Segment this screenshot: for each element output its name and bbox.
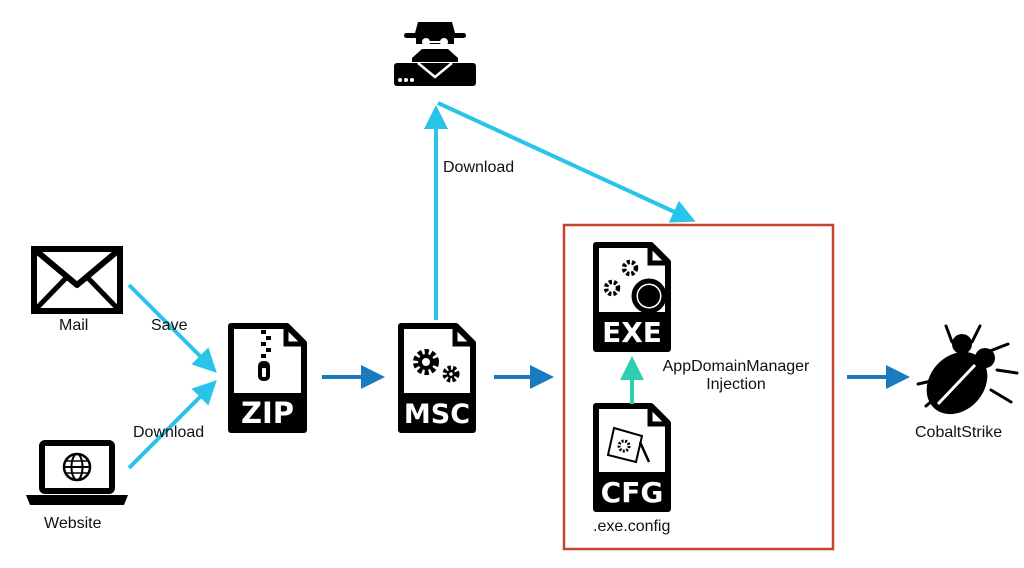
msc-file-icon xyxy=(398,323,476,433)
cfg-file-icon xyxy=(593,403,671,512)
arrow-mail-to-zip xyxy=(127,283,217,373)
arrow-server-to-injection xyxy=(437,101,696,223)
injection-label-line2: Injection xyxy=(706,376,766,393)
cfg-file-label: CFG xyxy=(601,476,664,509)
save-edge-label: Save xyxy=(151,317,188,334)
hacker-server-icon xyxy=(394,22,476,86)
exe-file-icon xyxy=(593,242,671,352)
highlight-box xyxy=(562,223,835,551)
injection-label-line1: AppDomainManager xyxy=(662,358,810,375)
download-edge-label-msc: Download xyxy=(443,159,515,176)
msc-file-label: MSC xyxy=(404,399,470,430)
injection-label: AppDomainManager Injection xyxy=(655,358,817,394)
mail-label: Mail xyxy=(59,317,89,334)
cfg-filename-label: .exe.config xyxy=(593,518,671,535)
zip-file-icon xyxy=(228,323,307,433)
bug-icon xyxy=(916,324,1019,415)
exe-file-label: EXE xyxy=(602,316,662,349)
envelope-icon xyxy=(31,246,123,314)
website-label: Website xyxy=(44,515,102,532)
zip-file-label: ZIP xyxy=(241,396,294,430)
arrow-website-to-zip xyxy=(127,380,217,470)
download-edge-label-website: Download xyxy=(133,424,205,441)
laptop-globe-icon xyxy=(26,440,128,505)
cobaltstrike-label: CobaltStrike xyxy=(915,424,1003,441)
